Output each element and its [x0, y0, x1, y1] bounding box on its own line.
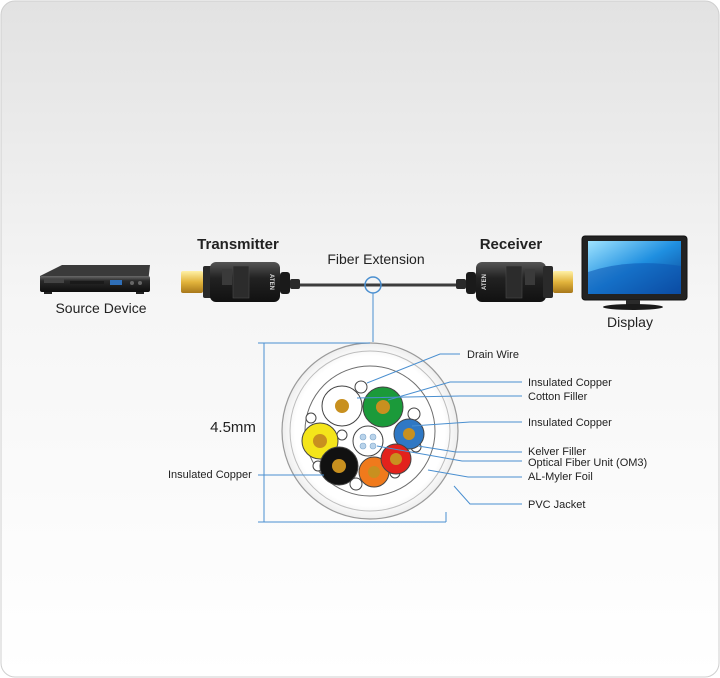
copper-core	[332, 459, 346, 473]
cable-cross-section	[281, 342, 459, 520]
callout-insulated-copper-top: Insulated Copper	[528, 377, 612, 389]
display-label: Display	[607, 314, 653, 330]
callout-optical-fiber-unit: Optical Fiber Unit (OM3)	[528, 457, 647, 469]
callout-drain-wire: Drain Wire	[467, 349, 519, 361]
kelver-filler	[305, 412, 317, 424]
source-device-icon	[40, 265, 150, 294]
callout-kelver-filler: Kelver Filler	[528, 446, 586, 458]
receiver-brand: ATEN	[482, 274, 488, 290]
pvc-jacket-inner	[289, 350, 451, 512]
transmitter-label: Transmitter	[197, 236, 279, 253]
kelver-filler	[407, 407, 421, 421]
display-icon	[581, 235, 688, 310]
callout-pvc-jacket: PVC Jacket	[528, 499, 585, 511]
kelver-filler	[336, 429, 348, 441]
receiver-dongle	[456, 262, 573, 302]
copper-core	[368, 466, 380, 478]
copper-core	[390, 453, 402, 465]
callout-al-myler-foil: AL-Myler Foil	[528, 471, 593, 483]
fiber-extension-label: Fiber Extension	[327, 251, 424, 267]
callout-insulated-copper-left: Insulated Copper	[168, 469, 252, 481]
drain-wire	[354, 380, 368, 394]
copper-core	[403, 428, 415, 440]
callout-insulated-copper-mid: Insulated Copper	[528, 417, 612, 429]
source-device-label: Source Device	[55, 300, 146, 316]
transmitter-dongle	[181, 262, 300, 302]
copper-core	[335, 399, 349, 413]
callout-leaders	[258, 353, 522, 505]
callout-cotton-filler: Cotton Filler	[528, 391, 588, 403]
dimension-label: 4.5mm	[210, 419, 256, 436]
kelver-filler	[349, 477, 363, 491]
transmitter-brand: ATEN	[268, 274, 274, 290]
receiver-label: Receiver	[480, 236, 543, 253]
optical-fiber-unit	[352, 425, 384, 457]
copper-core	[313, 434, 327, 448]
dimension-marker	[258, 342, 447, 523]
copper-core	[376, 400, 390, 414]
